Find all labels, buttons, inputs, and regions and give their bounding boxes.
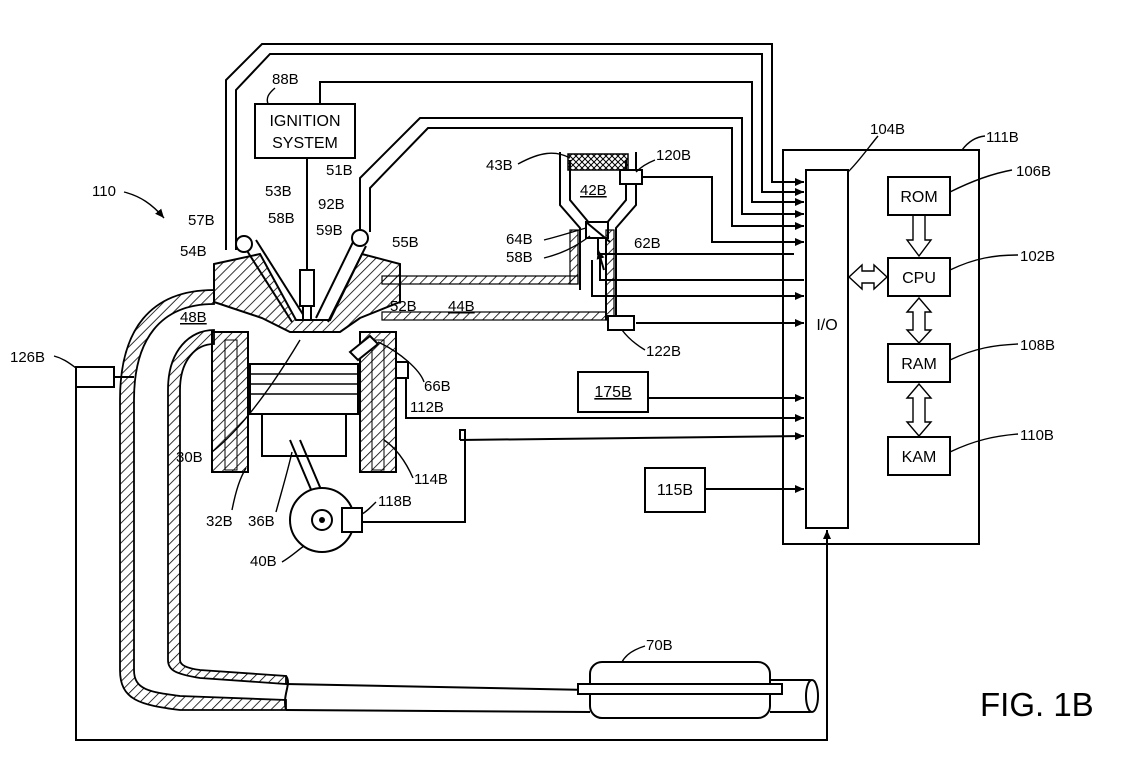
label-104b: 104B (870, 121, 905, 138)
box-115b (644, 467, 706, 513)
label-62b: 62B (634, 235, 661, 252)
label-110b: 110B (1020, 427, 1054, 444)
fuel-tank: 42B (559, 152, 643, 320)
label-126b: 126B (10, 349, 45, 366)
figure-label: FIG. 1B (980, 686, 1094, 723)
label-55b: 55B (392, 234, 419, 251)
spark-plug-92b (299, 269, 315, 307)
tank-vent-filter (567, 153, 629, 171)
label-53b: 53B (265, 183, 292, 200)
label-30b: 30B (176, 449, 203, 466)
leader-102 (949, 254, 1019, 271)
intake-valve-stem (243, 245, 293, 323)
ignition-system: IGNITION SYSTEM (254, 103, 356, 159)
label-70b: 70B (646, 637, 673, 654)
label-110: 110 (92, 183, 116, 200)
label-43b: 43B (486, 157, 513, 174)
label-88b: 88B (272, 71, 299, 88)
leader-106 (949, 169, 1013, 193)
cylinder-wall-left (211, 331, 249, 473)
io-block (805, 169, 849, 529)
label-52b: 52B (390, 298, 417, 315)
label-122b: 122B (646, 343, 681, 360)
cpu-label: CPU (902, 270, 936, 287)
leader-110b (949, 433, 1019, 453)
label-54b: 54B (180, 243, 207, 260)
label-92b: 92B (318, 196, 345, 213)
label-42b: 42B (580, 182, 607, 199)
box-175b (577, 371, 649, 413)
ram-kam-arrow (905, 382, 933, 438)
label-32b: 32B (206, 513, 233, 530)
label-112b: 112B (410, 399, 444, 416)
controller-outline (782, 149, 980, 545)
label-66b: 66B (424, 378, 451, 395)
label-64b: 64B (506, 231, 533, 248)
leader-111 (961, 135, 986, 151)
label-58b-a: 58B (268, 210, 295, 227)
ram-label: RAM (901, 356, 937, 373)
cpu-block (887, 257, 951, 297)
rom-cpu-arrow (905, 214, 933, 258)
signal-lines (75, 43, 831, 741)
sensor-120b (619, 169, 643, 185)
cylinder-wall-right (359, 331, 397, 473)
exhaust-pipe-inner (167, 329, 287, 685)
exhaust-valve-stem (315, 239, 355, 319)
cpu-ram-arrow (905, 296, 933, 345)
box-115b-label: 115B (657, 482, 693, 499)
rom-label: ROM (900, 189, 937, 206)
label-58b-b: 58B (506, 249, 533, 266)
sensor-126b (75, 366, 115, 388)
injector-66b (348, 334, 380, 362)
label-120b: 120B (656, 147, 691, 164)
label-51b: 51B (326, 162, 353, 179)
line-62b (597, 236, 794, 255)
label-40b: 40B (250, 553, 277, 570)
leader-104 (847, 135, 879, 173)
label-106b: 106B (1016, 163, 1051, 180)
exhaust-system (75, 289, 819, 719)
sensor-118b (341, 507, 363, 533)
label-57b: 57B (188, 212, 215, 229)
label-118b: 118B (378, 493, 412, 510)
sensor-122b (607, 315, 635, 331)
cam-59b (351, 229, 369, 247)
exhaust-pipe-outer (119, 289, 287, 711)
label-111b: 111B (986, 129, 1019, 146)
io-label: I/O (816, 317, 837, 334)
piston-36b (249, 363, 359, 415)
label-48b: 48B (180, 309, 207, 326)
controller-module: I/O ROM CPU RAM KAM 104B 111B 106B 102B … (782, 121, 1055, 545)
leader-108 (949, 343, 1019, 361)
ignition-label-2: SYSTEM (272, 135, 338, 152)
label-36b: 36B (248, 513, 275, 530)
label-114b: 114B (414, 471, 448, 488)
engine-head (211, 158, 409, 553)
reference-labels: 88B 53B 57B 58B 54B 92B 51B 59B 55B 43B … (10, 71, 691, 663)
ignition-label-1: IGNITION (269, 113, 340, 130)
kam-label: KAM (902, 449, 937, 466)
cam-57b (235, 235, 253, 253)
label-59b: 59B (316, 222, 343, 239)
io-cpu-arrow (847, 263, 889, 291)
box-175b-label: 175B (594, 384, 631, 401)
label-102b: 102B (1020, 248, 1055, 265)
label-44b: 44B (448, 298, 475, 315)
label-108b: 108B (1020, 337, 1055, 354)
ignition-box (254, 103, 356, 159)
